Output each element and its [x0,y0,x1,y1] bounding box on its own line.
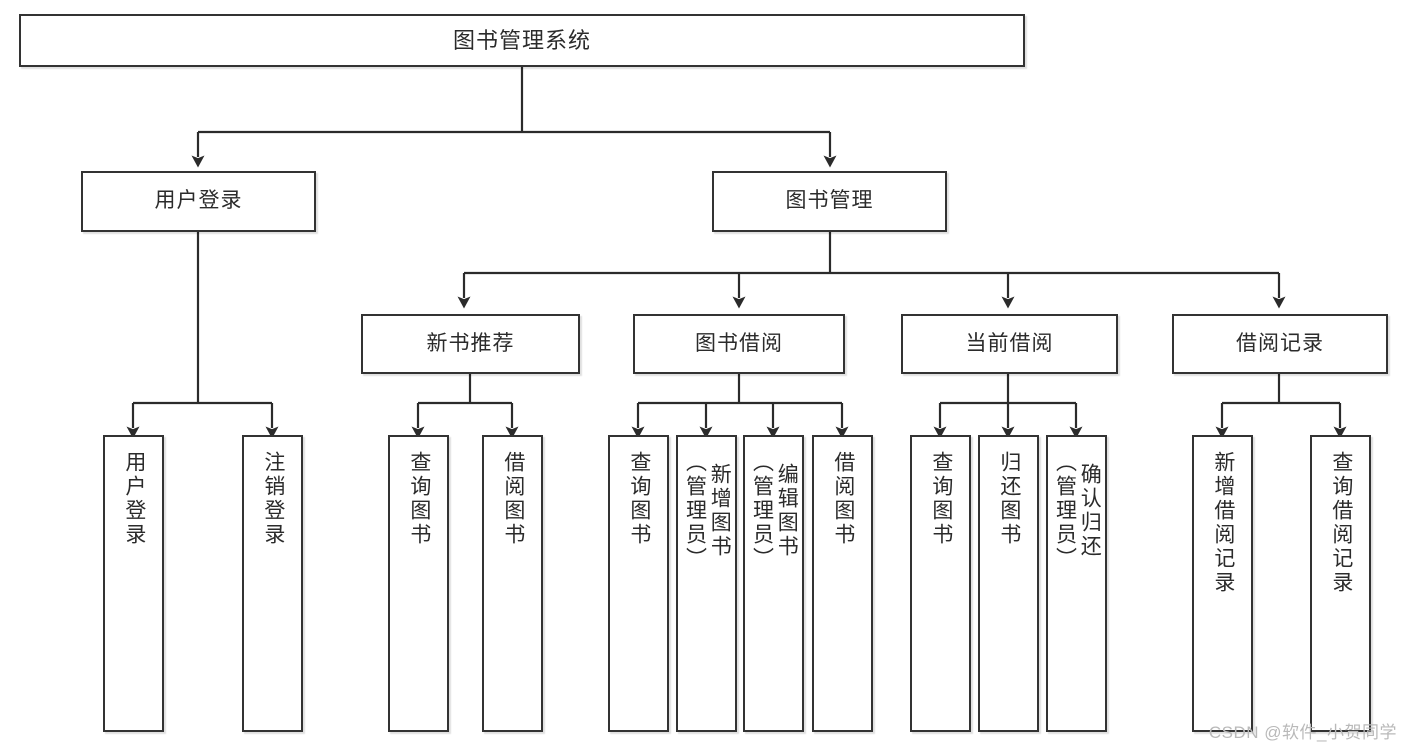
leaf-new-book-query-label: 查询图书 [407,451,431,547]
leaf-current-query[interactable]: 查询图书 [910,435,971,732]
leaf-borrow-edit-label: 编辑图书 （管理员） [750,451,799,571]
leaf-record-query-label: 查询借阅记录 [1329,451,1353,595]
leaf-user-login-label: 用户登录 [122,451,146,547]
leaf-logout-label: 注销登录 [261,451,285,547]
leaf-borrow-do-label: 借阅图书 [831,451,855,547]
node-current-borrow[interactable]: 当前借阅 [901,314,1118,374]
leaf-borrow-edit[interactable]: 编辑图书 （管理员） [743,435,804,732]
node-book-manage-label: 图书管理 [785,189,874,213]
node-current-borrow-label: 当前借阅 [965,331,1054,355]
node-book-borrow-label: 图书借阅 [695,331,783,355]
leaf-current-confirm-return[interactable]: 确认归还 （管理员） [1046,435,1107,732]
node-book-manage[interactable]: 图书管理 [712,171,947,232]
leaf-current-return-label: 归还图书 [997,451,1021,547]
leaf-borrow-query[interactable]: 查询图书 [608,435,669,732]
leaf-borrow-add[interactable]: 新增图书 （管理员） [676,435,737,732]
node-book-borrow[interactable]: 图书借阅 [633,314,845,374]
node-new-book[interactable]: 新书推荐 [361,314,580,374]
leaf-record-add[interactable]: 新增借阅记录 [1192,435,1253,732]
leaf-borrow-add-label: 新增图书 （管理员） [683,451,732,571]
leaf-user-login[interactable]: 用户登录 [103,435,164,732]
watermark: CSDN @软件_小贺同学 [1208,723,1397,742]
node-borrow-record[interactable]: 借阅记录 [1172,314,1388,374]
leaf-current-confirm-return-label: 确认归还 （管理员） [1053,451,1102,571]
leaf-record-query[interactable]: 查询借阅记录 [1310,435,1371,732]
leaf-new-book-borrow-label: 借阅图书 [501,451,525,547]
leaf-record-add-label: 新增借阅记录 [1211,451,1235,595]
node-root-label: 图书管理系统 [452,27,591,53]
leaf-new-book-borrow[interactable]: 借阅图书 [482,435,543,732]
node-user-login[interactable]: 用户登录 [81,171,316,232]
node-user-login-label: 用户登录 [154,189,243,213]
leaf-borrow-do[interactable]: 借阅图书 [812,435,873,732]
leaf-current-query-label: 查询图书 [929,451,953,547]
leaf-current-return[interactable]: 归还图书 [978,435,1039,732]
leaf-new-book-query[interactable]: 查询图书 [388,435,449,732]
leaf-logout[interactable]: 注销登录 [242,435,303,732]
leaf-borrow-query-label: 查询图书 [627,451,651,547]
node-new-book-label: 新书推荐 [426,331,515,355]
node-root[interactable]: 图书管理系统 [19,14,1025,67]
node-borrow-record-label: 借阅记录 [1236,331,1324,355]
